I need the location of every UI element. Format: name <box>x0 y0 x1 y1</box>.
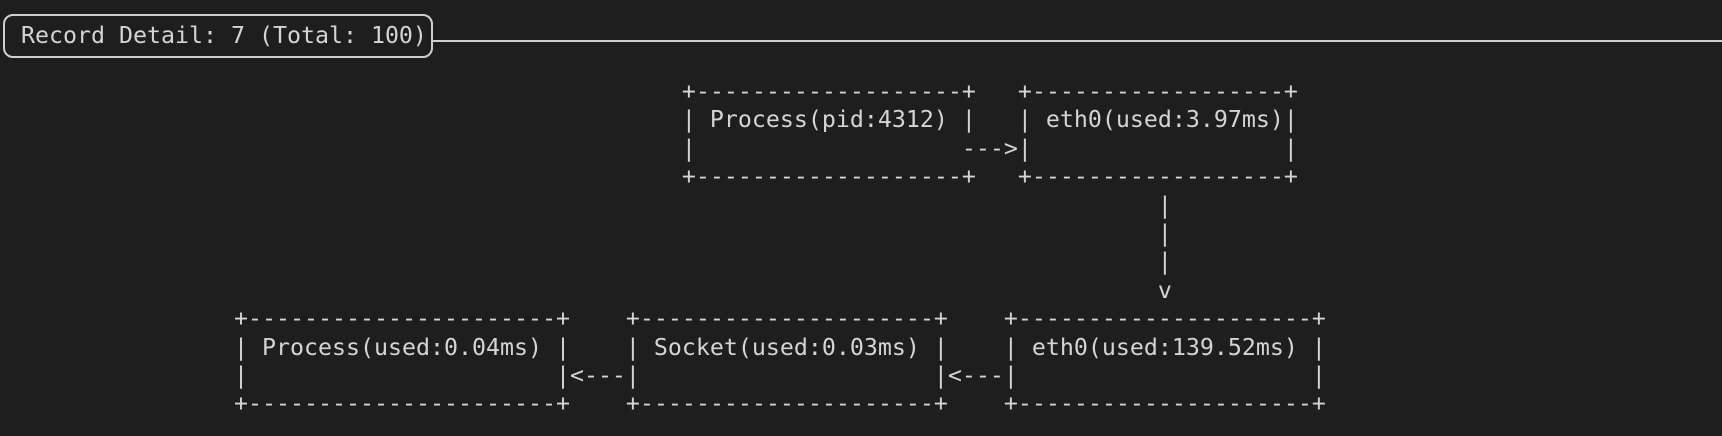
ascii-flow-diagram: +-------------------+ +-----------------… <box>234 78 1326 418</box>
pane-title-text: Record Detail: 7 (Total: 100) <box>21 22 427 49</box>
pane-title-box: Record Detail: 7 (Total: 100) <box>3 14 433 58</box>
pane-top-border-line <box>430 40 1722 42</box>
